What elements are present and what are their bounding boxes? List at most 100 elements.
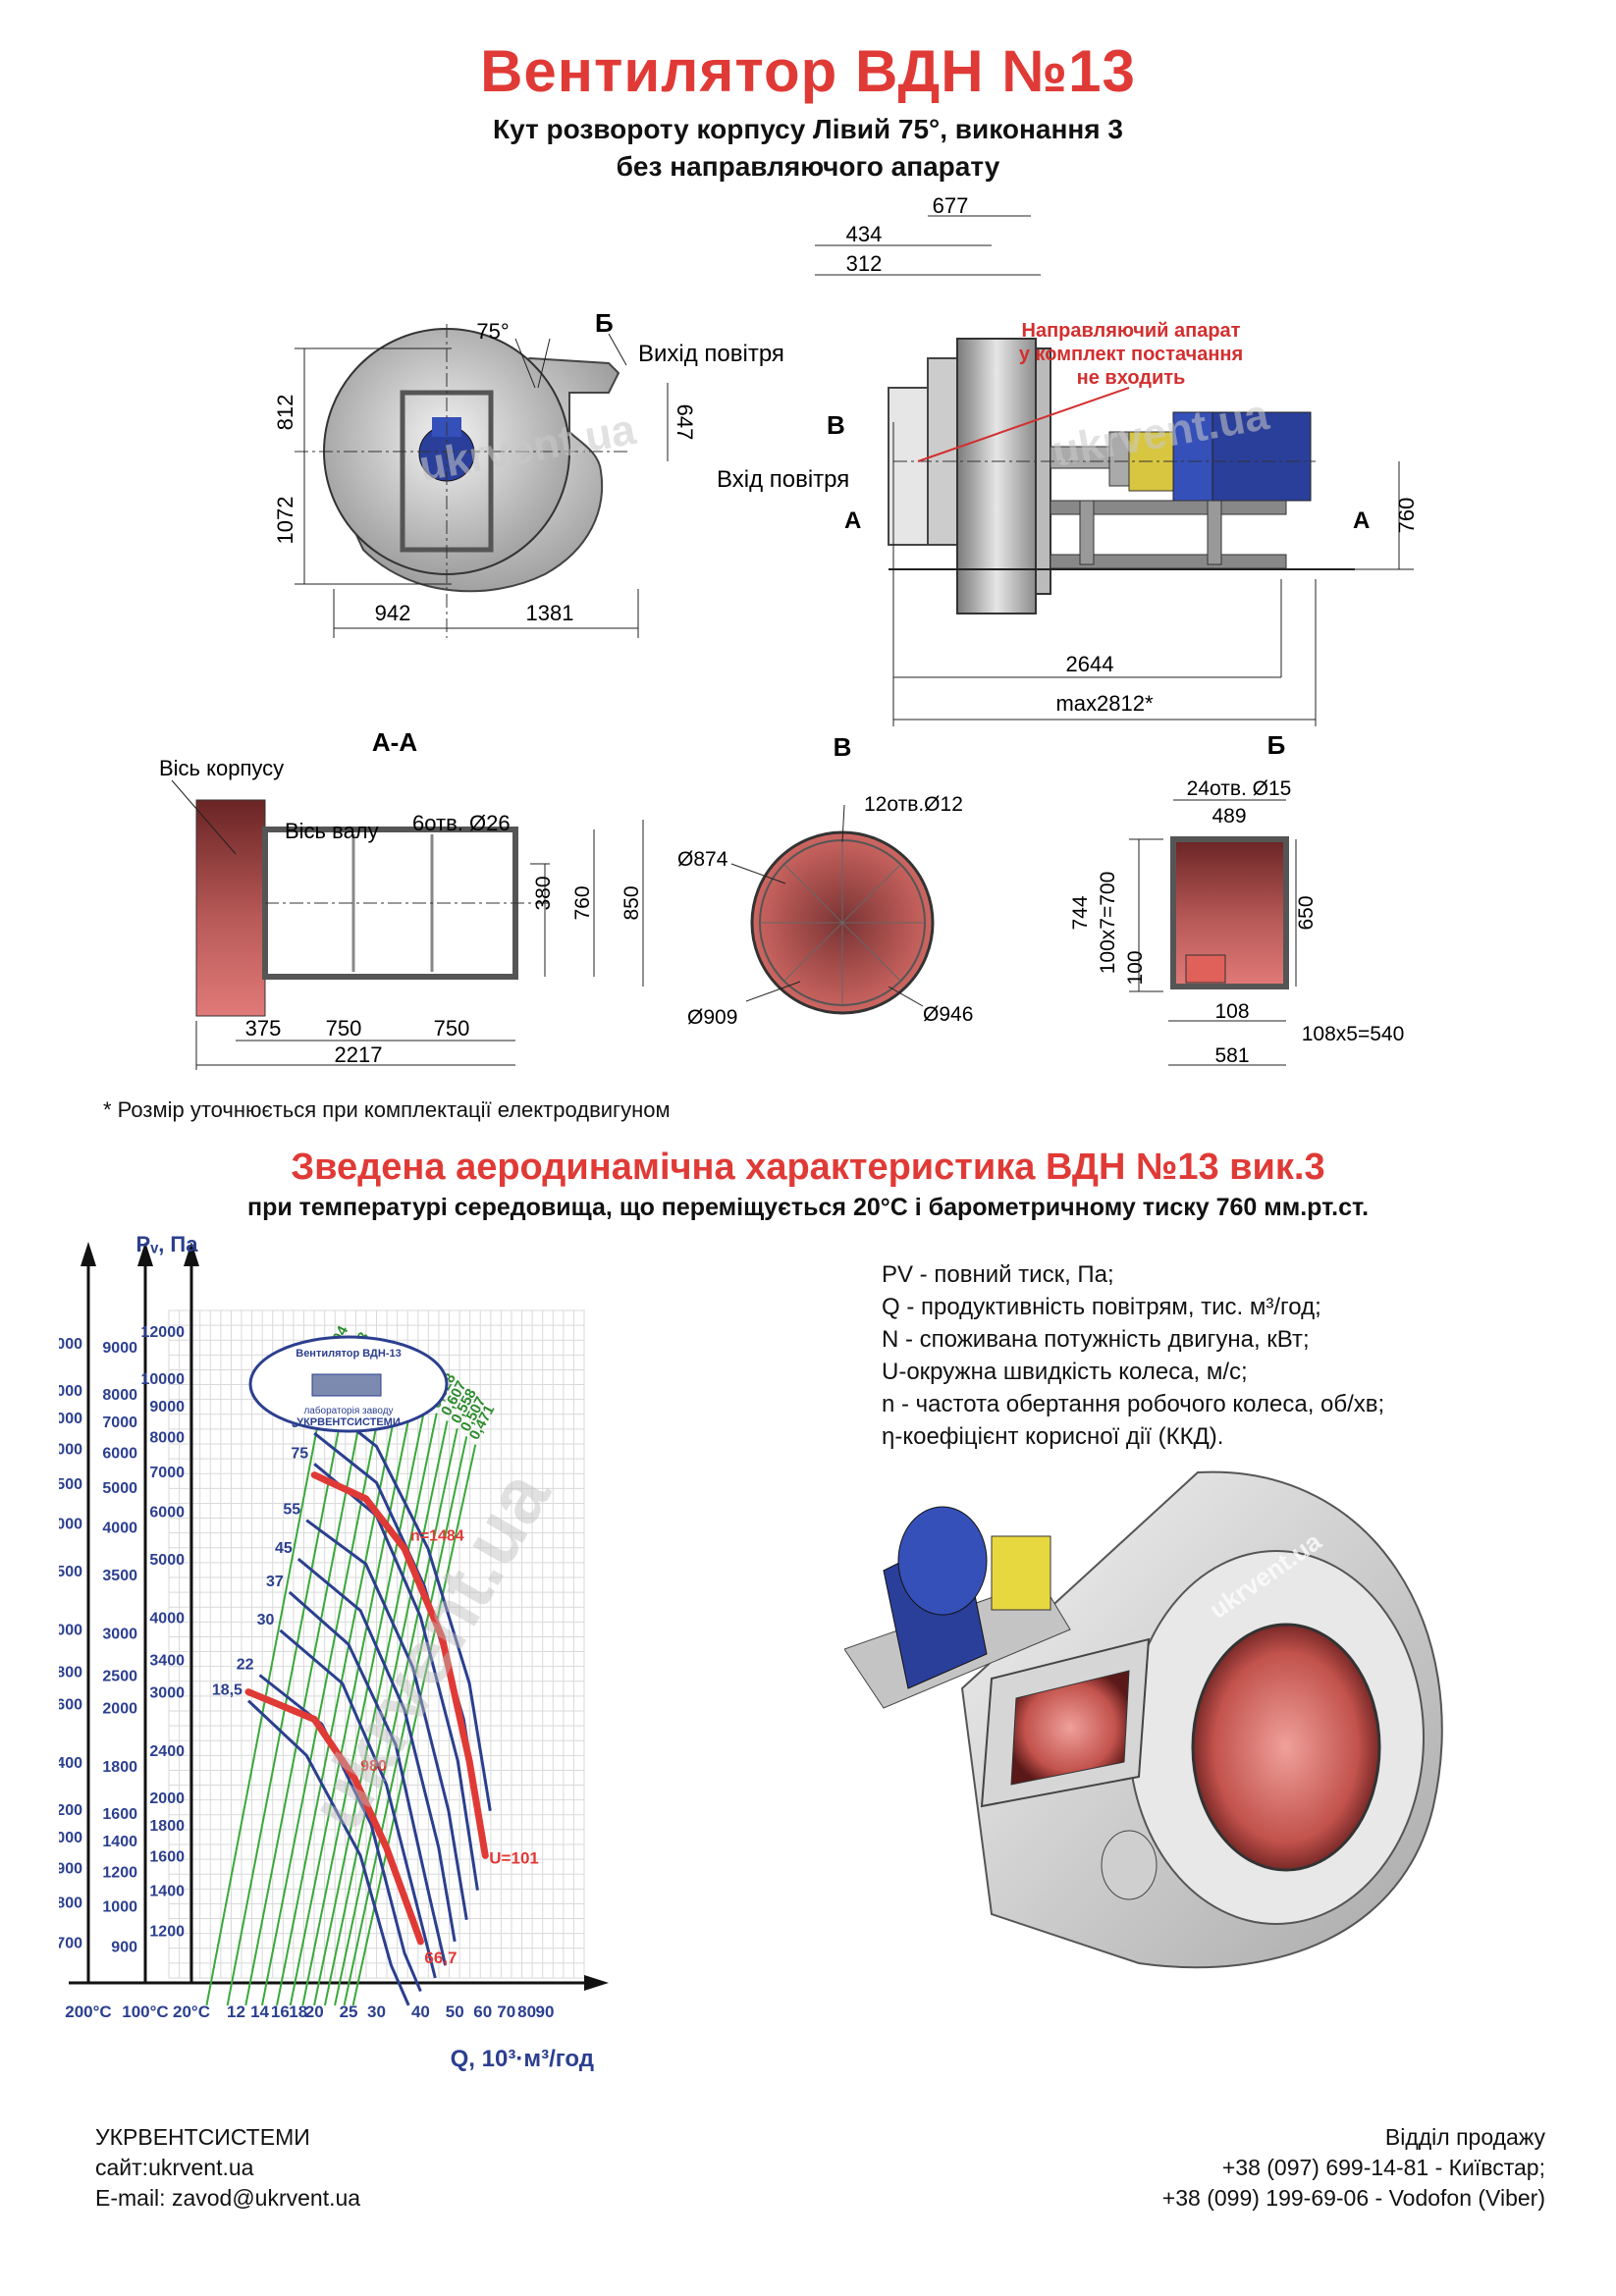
y-tick-100c: 1400 [102,1834,137,1850]
dim-744: 744 [1069,895,1092,930]
dim-760-aa: 760 [571,885,594,920]
power-curve [246,1699,410,2006]
y-tick-200c: 1800 [59,1664,82,1681]
dim-489: 489 [1212,805,1246,828]
chart-section-subtitle: при температурі середовища, що переміщує… [246,1194,1370,1221]
dim-647: 647 [673,404,697,441]
body-axis-label: Вісь корпусу [159,756,284,780]
y-tick-20c: 3400 [149,1652,185,1669]
a-letter-left: А [844,507,861,534]
y-tick-100c: 6000 [102,1445,137,1462]
power-curve [279,1629,437,1979]
y-axis-arrow [184,1242,199,1266]
y-tick-20c: 5000 [149,1552,185,1569]
phone-vodafone[interactable]: +38 (099) 199-69-06 - Vodofon (Viber) [1161,2185,1545,2211]
legend-item: n - частота обертання робочого колеса, о… [882,1391,1385,1417]
y-tick-200c: 3000 [59,1517,82,1533]
section-aa-title: А-А [372,727,417,757]
y-tick-100c: 7000 [102,1415,137,1431]
dim-380: 380 [532,876,555,910]
logo-line-3: УКРВЕНТСИСТЕМИ [296,1416,401,1428]
section-v-title: В [834,732,852,762]
email-link[interactable]: E-mail: zavod@ukrvent.ua [95,2185,361,2211]
y-tick-20c: 1400 [149,1884,185,1900]
y-axis-arrow [137,1242,153,1266]
power-curve-label: 30 [257,1612,275,1629]
y-tick-200c: 1400 [59,1755,82,1772]
dim-100: 100 [1124,950,1147,985]
dim-108x5: 108x5=540 [1302,1023,1405,1045]
u-label: 66,7 [424,1949,457,1967]
sales-dept: Відділ продажу [1384,2124,1545,2150]
fan-3d-illustration: ukrvent.ua [844,1470,1443,1969]
a-letter-right: А [1353,507,1370,534]
y-tick-200c: 800 [59,1896,82,1912]
technical-drawings: 75° Б Вихід повітря 812 1072 647 942 138… [159,193,1419,1070]
y-tick-200c: 700 [59,1936,82,1952]
y-tick-200c: 1600 [59,1697,82,1714]
dim-d946: Ø946 [923,1003,973,1026]
legend-item: PV - повний тиск, Па; [882,1261,1114,1288]
page-title: Вентилятор ВДН №13 [480,38,1136,104]
dim-760-side: 760 [1394,498,1419,534]
power-curve-label: 75 [291,1445,308,1462]
power-curve [296,1557,457,1943]
y-tick-100c: 900 [111,1940,137,1956]
efficiency-line [323,1420,449,2006]
chart-legend: PV - повний тиск, Па; Q - продуктивність… [882,1258,1384,1453]
shaft-axis-label: Вісь валу [285,819,379,843]
page-subtitle-1: Кут розвороту корпусу Лівий 75°, виконан… [493,114,1123,144]
y-tick-100c: 1000 [102,1899,137,1916]
page-subtitle-2: без направляючого апарату [616,151,1000,182]
y-tick-200c: 900 [59,1860,82,1877]
y-tick-100c: 3500 [102,1568,137,1584]
x-tick: 18 [289,2002,307,2021]
y-tick-20c: 9000 [149,1399,185,1415]
power-curves: N=1109075554537302218,5 [212,1378,492,2006]
x-tick: 60 [473,2002,492,2021]
power-curve-label: 55 [283,1502,300,1519]
y-tick-200c: 5000 [59,1411,82,1427]
speed-curve-label: n=1484 [410,1528,464,1545]
legend-item: N - споживана потужність двигуна, кВт; [882,1326,1310,1353]
footer-right: Відділ продажу +38 (097) 699-14-81 - Киї… [1162,2122,1545,2214]
y-tick-100c: 1200 [102,1864,137,1881]
y-tick-100c: 2000 [102,1701,137,1718]
temp-axis-label: 20°C [173,2002,210,2021]
legend-item: η-коефіцієнт корисної дії (ККД). [882,1423,1224,1450]
dim-100x7: 100x7=700 [1097,872,1119,975]
phone-kyivstar[interactable]: +38 (097) 699-14-81 - Київстар; [1221,2155,1545,2180]
efficiency-line [244,1378,369,2006]
x-axis-title: Q, 10³·м³/год [451,2046,594,2071]
footnote: * Розмір уточнюється при комплектації ел… [103,1097,671,1122]
dim-750a: 750 [326,1016,362,1041]
dim-650: 650 [1295,895,1318,930]
holes-v-label: 12отв.Ø12 [864,793,963,816]
x-tick: 14 [250,2002,269,2021]
y-tick-100c: 9000 [102,1340,137,1357]
dim-581: 581 [1214,1044,1249,1067]
y-tick-20c: 12000 [141,1324,186,1341]
y-tick-200c: 7000 [59,1336,82,1353]
y-tick-200c: 1000 [59,1830,82,1846]
dim-1072: 1072 [273,497,297,545]
y-tick-200c: 4000 [59,1441,82,1458]
x-tick: 16 [271,2002,290,2021]
power-curve [258,1674,422,1993]
dim-942: 942 [375,601,411,625]
x-axis-arrow [584,1975,609,1991]
website-link[interactable]: сайт:ukrvent.ua [95,2155,254,2180]
power-curve [305,1519,468,1921]
efficiency-line [343,1436,468,2006]
speed-curve [244,1688,424,1946]
x-tick: 80 [517,2002,536,2021]
y-tick-200c: 2500 [59,1564,82,1580]
section-aa-view [171,779,644,1070]
y-tick-200c: 3500 [59,1476,82,1493]
y-tick-100c: 8000 [102,1387,137,1404]
section-b-view [1129,799,1297,1066]
temp-axis-label: 100°C [122,2002,168,2021]
section-b-title: Б [1267,730,1286,760]
